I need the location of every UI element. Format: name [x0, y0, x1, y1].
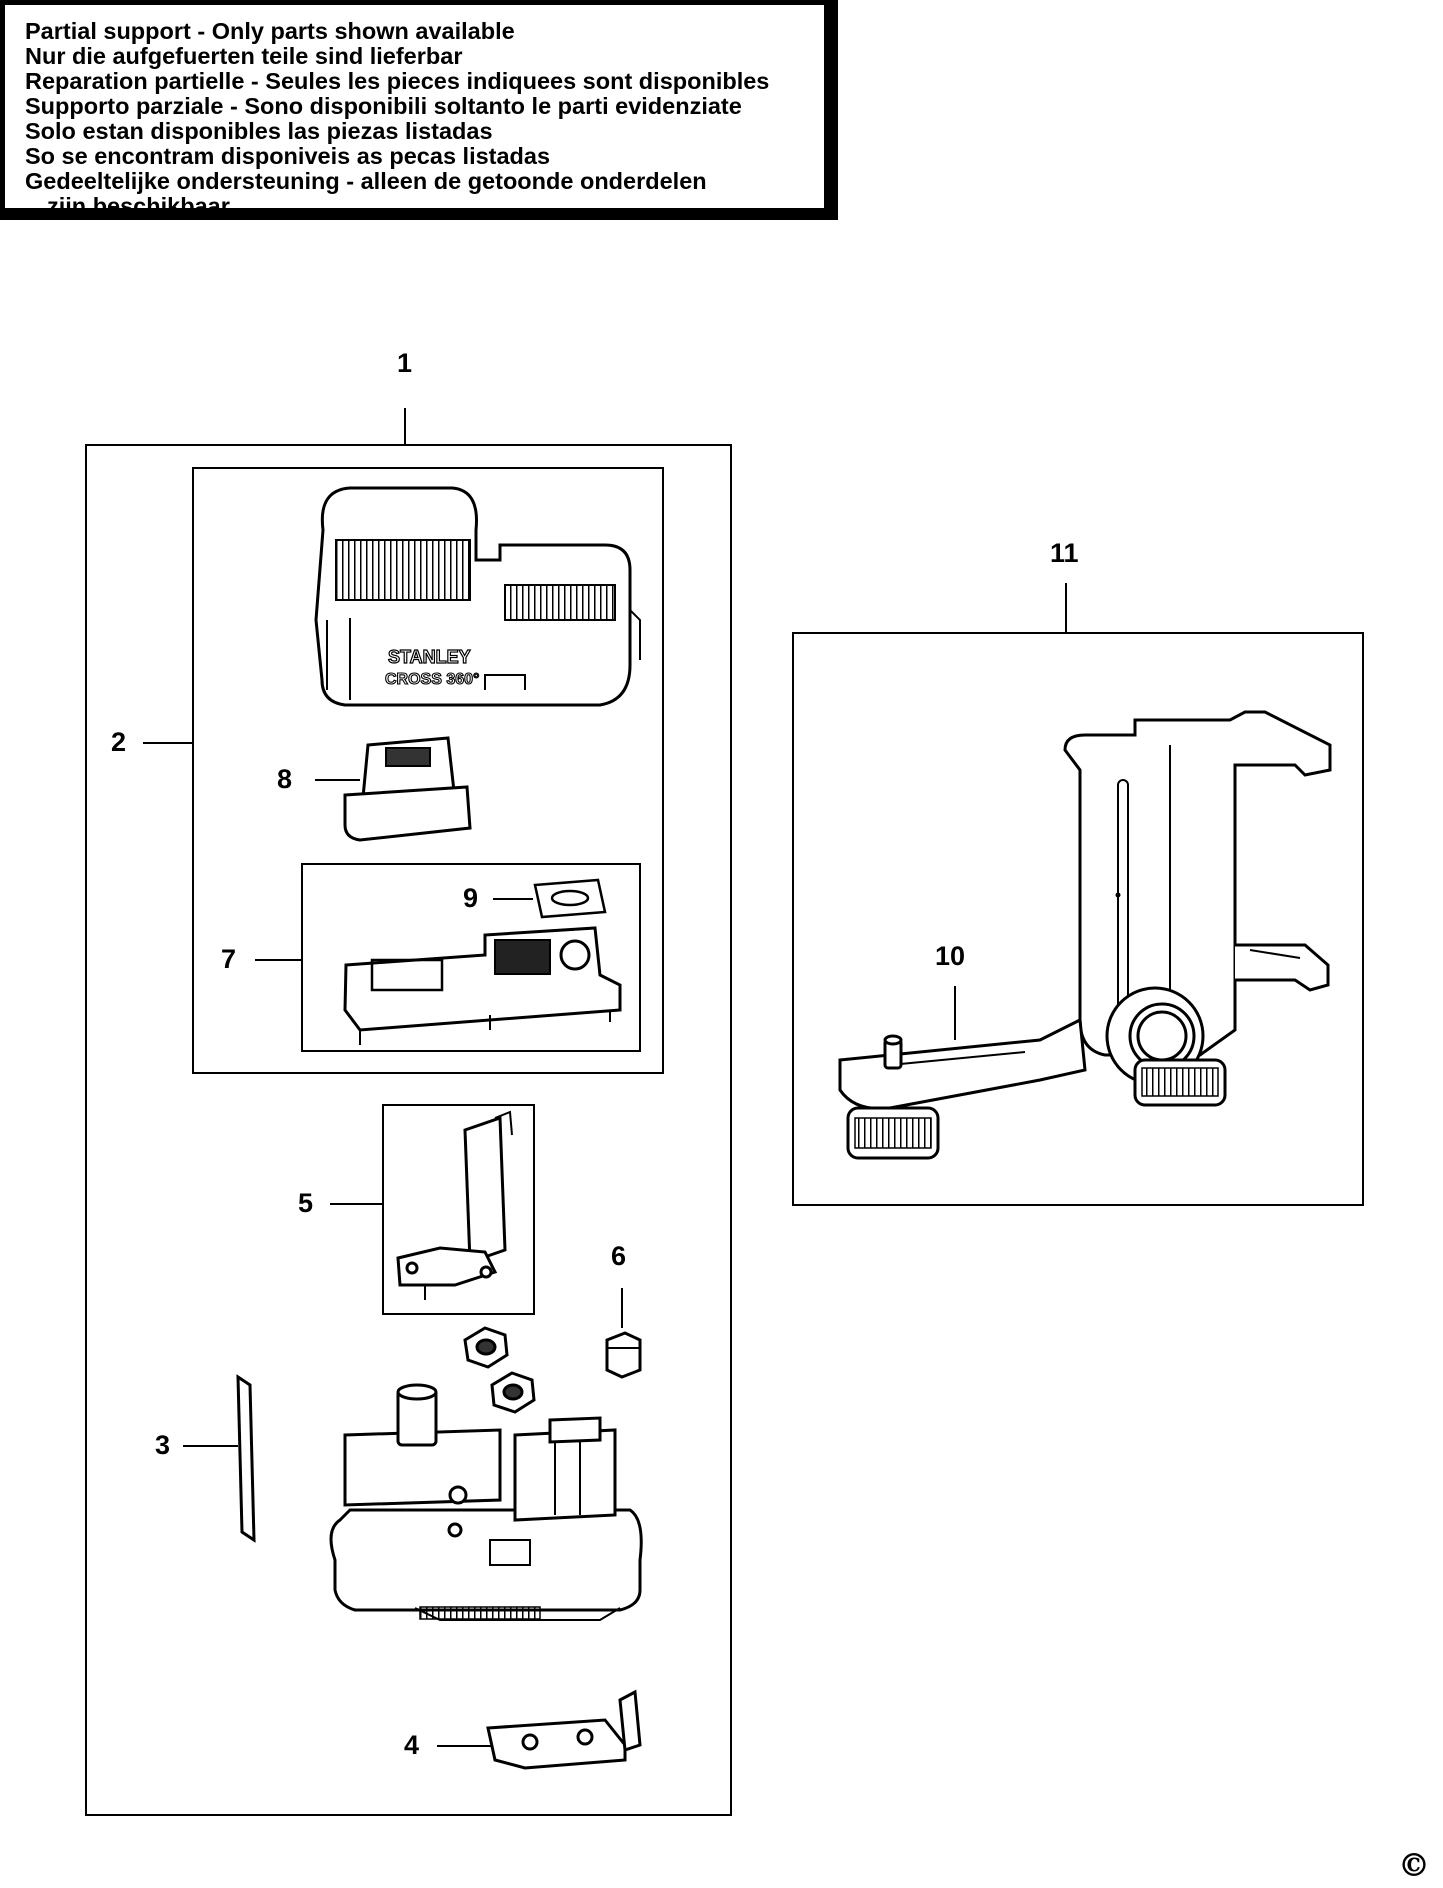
notice-line-nl-cont: zijn beschikbaar [47, 193, 230, 219]
hex-nuts [463, 1326, 536, 1414]
callout-8: 8 [277, 764, 293, 794]
base-plate [343, 926, 622, 1045]
notice-line-nl: Gedeeltelijke ondersteuning - alleen de … [25, 168, 707, 194]
bracket-arm [838, 1017, 1087, 1160]
notice-line-de: Nur die aufgefuerten teile sind lieferba… [25, 43, 463, 69]
housing-brand-label: STANLEY [388, 647, 471, 667]
notice-line-it: Supporto parziale - Sono disponibili sol… [25, 93, 742, 119]
callout-5: 5 [298, 1188, 314, 1218]
assembly-2-frame [192, 467, 664, 1074]
housing-model-label: CROSS 360° [385, 671, 479, 688]
knob [1105, 986, 1227, 1107]
copyright-mark: © [1398, 1846, 1430, 1884]
assembly-1-frame [85, 444, 732, 1816]
battery-cover [486, 1689, 642, 1770]
callout-2: 2 [111, 727, 127, 757]
gasket [533, 878, 607, 919]
callout-3: 3 [155, 1430, 171, 1460]
callout-9: 9 [463, 883, 479, 913]
partial-support-notice: Partial support - Only parts shown avail… [0, 0, 838, 220]
callout-7: 7 [221, 944, 237, 974]
wall-bracket [1063, 710, 1332, 1057]
pendulum-bracket [396, 1110, 513, 1300]
assembly-5-frame [382, 1104, 535, 1315]
notice-line-en: Partial support - Only parts shown avail… [25, 18, 515, 44]
lens-strip [236, 1374, 256, 1543]
assembly-7-frame [301, 863, 641, 1052]
notice-line-pt: So se encontram disponiveis as pecas lis… [25, 143, 551, 169]
callout-6: 6 [611, 1241, 627, 1271]
window-cap [343, 736, 472, 842]
notice-line-es: Solo estan disponibles las piezas listad… [25, 118, 493, 144]
assembly-11-frame [792, 632, 1364, 1206]
callout-4: 4 [404, 1730, 420, 1760]
notice-line-fr: Reparation partielle - Seules les pieces… [25, 68, 770, 94]
laser-housing-cover [314, 486, 641, 707]
callout-11: 11 [1050, 538, 1079, 568]
callout-10: 10 [935, 941, 966, 971]
callout-1: 1 [397, 348, 413, 378]
main-body [329, 1383, 643, 1621]
small-nut [605, 1331, 642, 1379]
